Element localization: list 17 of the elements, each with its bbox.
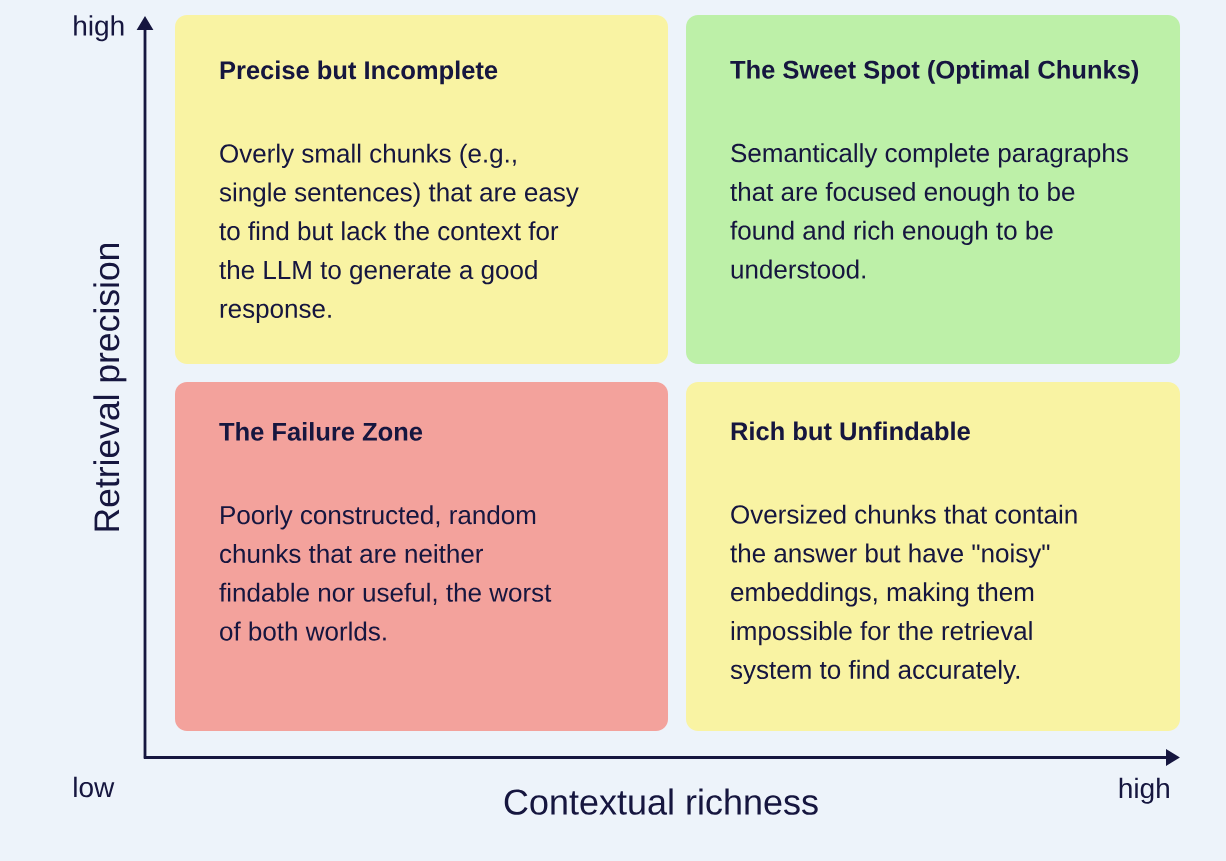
quadrant-box (686, 382, 1180, 731)
axis-end-label: high (1119, 777, 1169, 804)
description-text: Semantically complete paragraphs that are focused enough to be found and rich enough to be understood. (730, 143, 1128, 279)
description-text: Poorly constructed, random chunks that are neither findable nor useful, the worst of both worlds. (219, 505, 552, 641)
quadrant-box (175, 382, 668, 731)
axis-title: Contextual richness (504, 788, 818, 815)
description-text: Overly small chunks (e.g., single sentences) that are easy to find but lack the context for the LLM to generate a good response. (219, 143, 579, 324)
description-text: Oversized chunks that contain the answer but have "noisy" embeddings, making them impossible for the retrieval system to find accurately. (730, 504, 1077, 685)
quadrant-title: Precise but Incomplete (220, 60, 498, 85)
quadrant-box (686, 15, 1180, 364)
axis-end-label: low (74, 776, 115, 798)
quadrant-title: Rich but Unfindable (731, 421, 970, 441)
quadrant-title: The Failure Zone (219, 422, 423, 441)
axis-title: Retrieval precision (93, 243, 127, 531)
axis-end-label: high (74, 15, 124, 42)
quadrant-title: The Sweet Spot (Optimal Chunks) (730, 60, 1139, 84)
quadrant-box (175, 15, 668, 364)
